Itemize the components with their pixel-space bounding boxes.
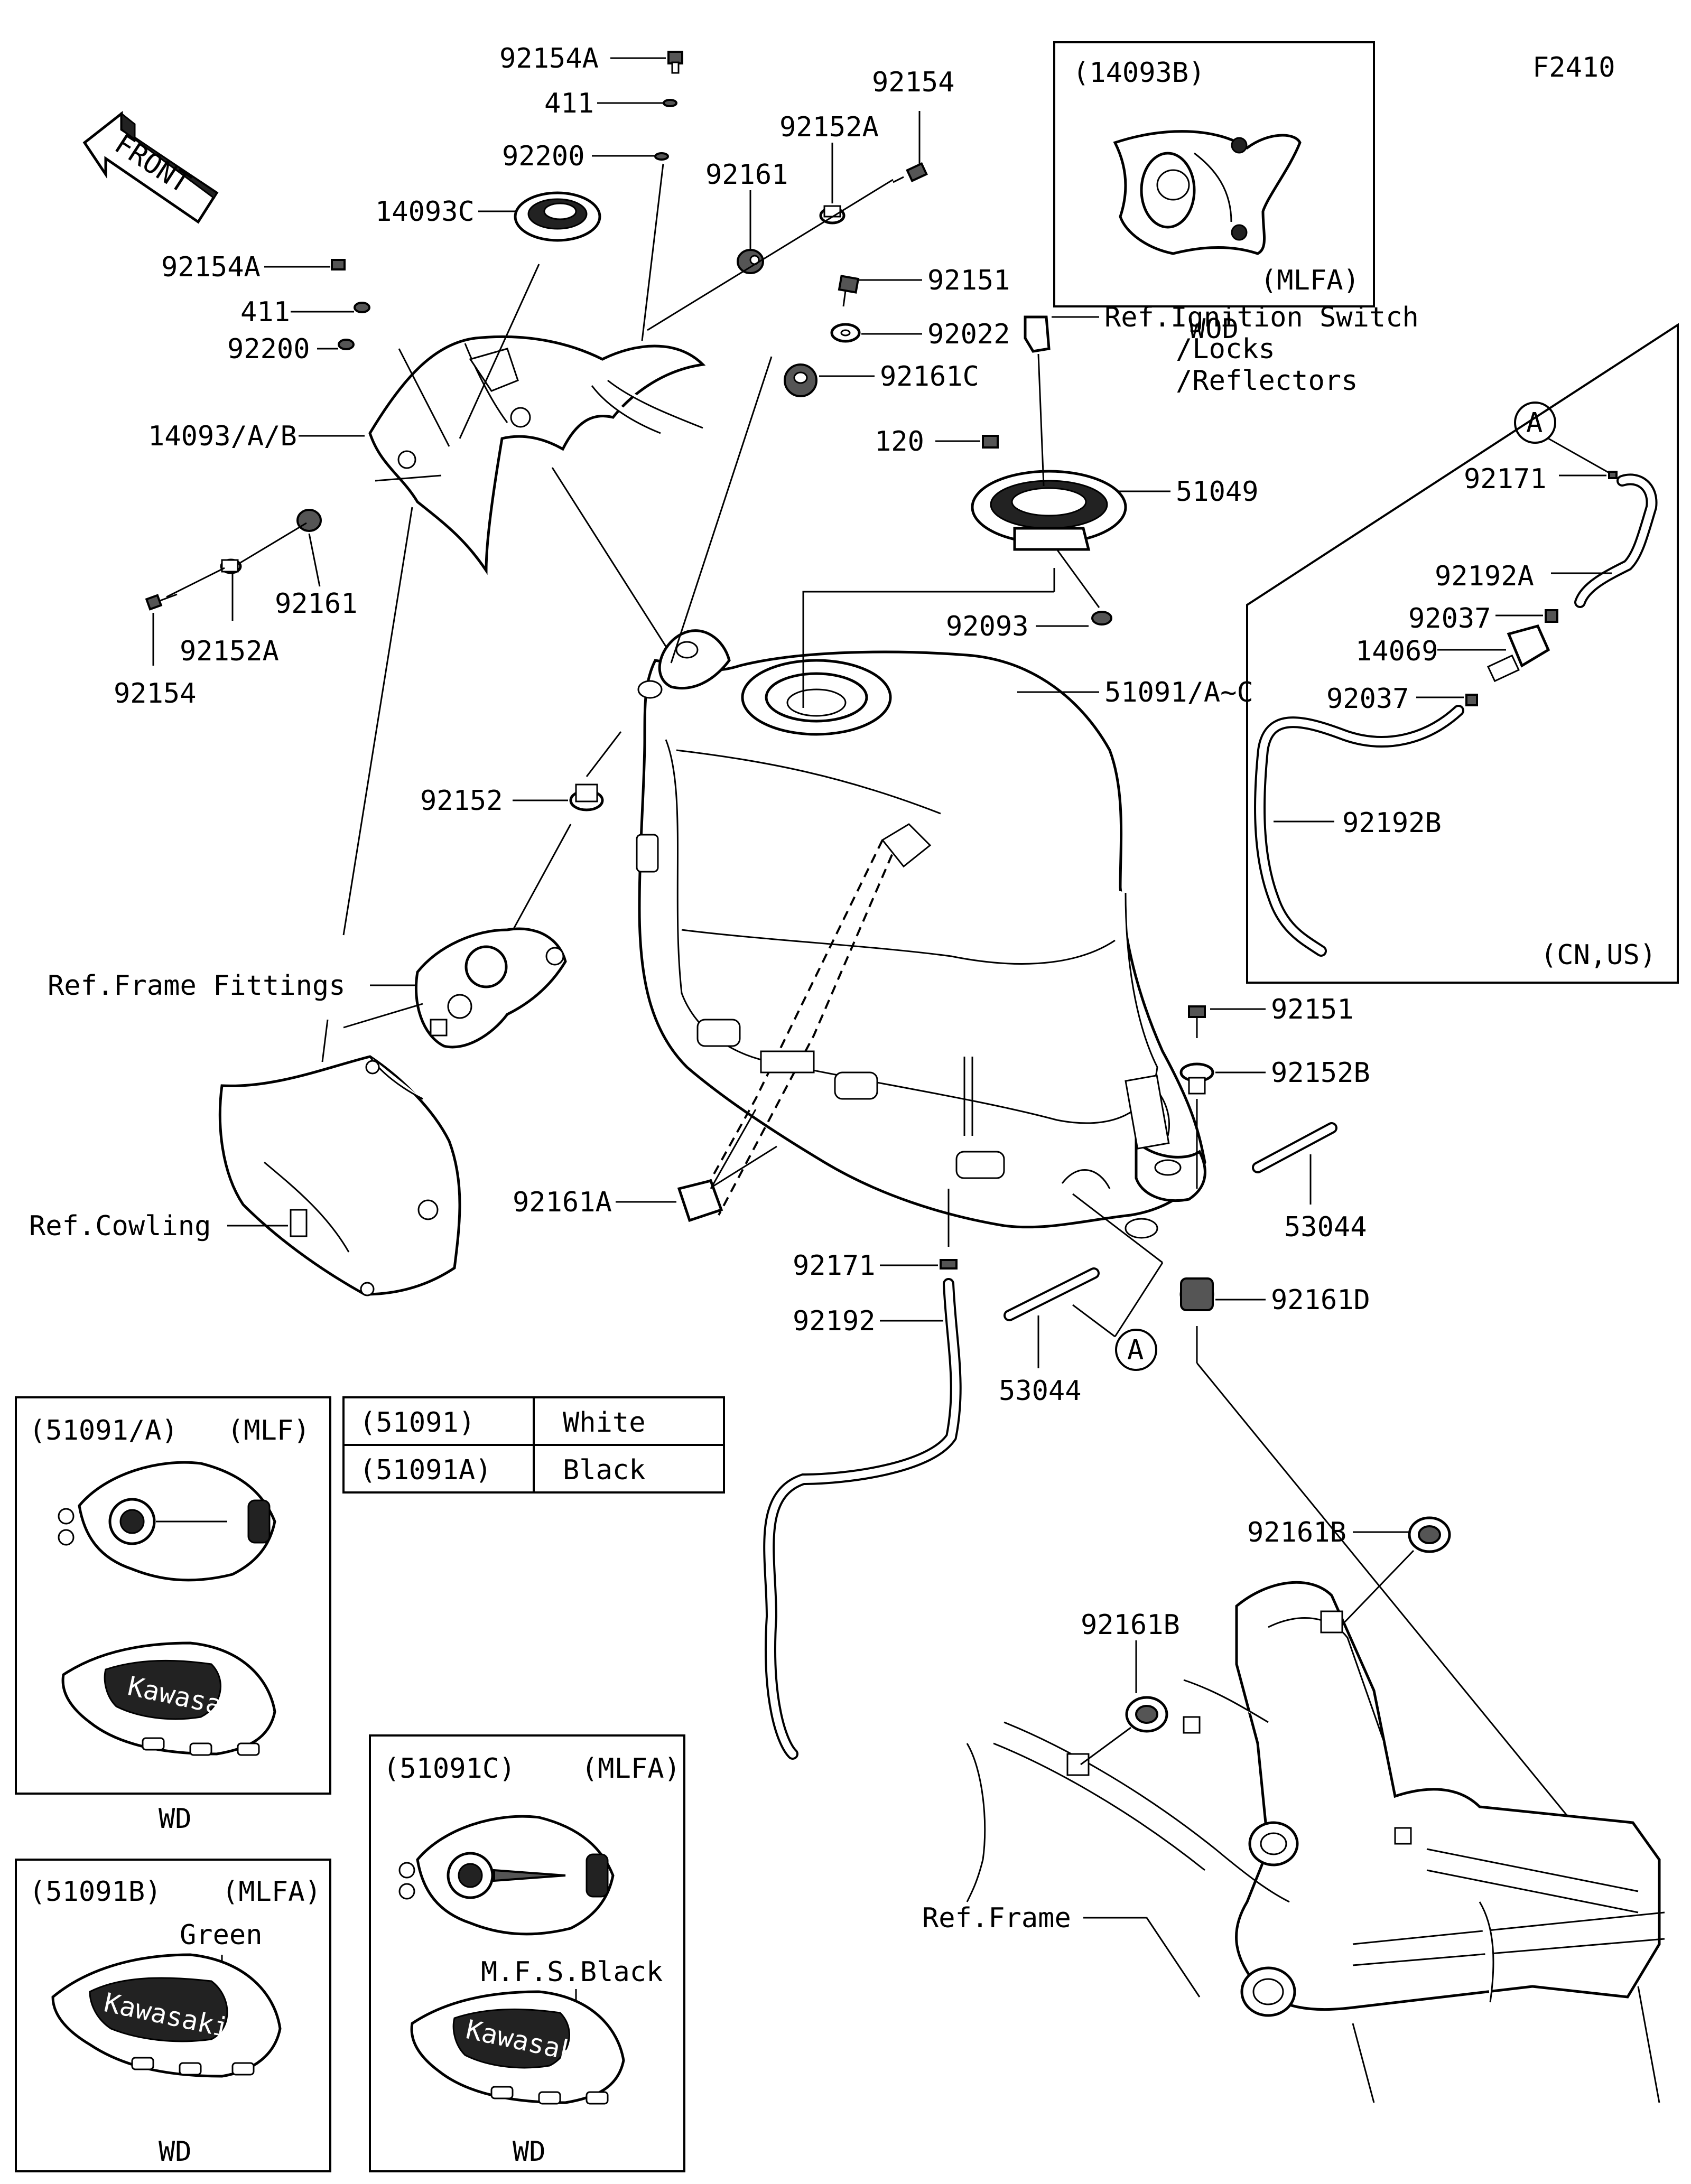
label-92161b-top: 92161B [1247, 1517, 1346, 1548]
collar-92152a-top [819, 143, 846, 225]
left-hardware [264, 259, 370, 350]
inset-14093b-caption: WOD [1189, 313, 1239, 345]
frame [966, 1581, 1665, 2103]
inset-14093b-title: (14093B) [1073, 57, 1205, 89]
bolt-92154-top [893, 111, 928, 183]
inset-51091c-variant: (MLFA) [581, 1753, 681, 1785]
ref-ignition-line1: Ref.Ignition Switch [1104, 302, 1419, 333]
label-92152: 92152 [420, 785, 503, 817]
left-bolt-stack [145, 509, 322, 666]
collar-92152 [506, 731, 622, 941]
label-92161a: 92161A [513, 1187, 612, 1218]
ref-frame: Ref.Frame [922, 1902, 1071, 1934]
inset-14093b: (14093B) (MLFA) [1053, 41, 1375, 307]
label-92154a-top: 92154A [499, 43, 599, 74]
figure-code: F2410 [1532, 52, 1615, 83]
label-92161b-mid: 92161B [1081, 1609, 1180, 1641]
label-92152a-left: 92152A [180, 636, 279, 667]
color-table-color-0: White [563, 1407, 646, 1439]
ref-ignition-line2: /Locks [1176, 333, 1275, 365]
label-120: 120 [875, 426, 924, 458]
right-mount-hardware [1179, 1005, 1613, 1871]
callout-a-label: A [1127, 1334, 1144, 1366]
inset-51091c-title: (51091C) [383, 1753, 515, 1785]
inset-cn-us-marker: A [1526, 407, 1543, 439]
label-92151-top: 92151 [927, 265, 1010, 296]
ref-ignition-line3: /Reflectors [1176, 365, 1358, 397]
inset-51091a: (51091/A) (MLF) Kawasaki [15, 1396, 331, 1795]
label-411-left: 411 [240, 296, 290, 328]
label-51091: 51091/A~C [1104, 677, 1253, 708]
part-labels: 92154A 411 92200 14093C 92154 92152A 921… [114, 43, 1370, 1641]
label-92151-right: 92151 [1271, 994, 1354, 1025]
inset-cn-us-14069: 14069 [1355, 636, 1438, 667]
ref-frame-fittings: Ref.Frame Fittings [48, 970, 346, 1002]
inset-51091a-caption: WD [159, 1803, 192, 1835]
inset-51091c-color: M.F.S.Black [481, 1956, 663, 1988]
inset-cn-us-92192b: 92192B [1342, 807, 1442, 839]
fuel-tank-51091 [636, 629, 1206, 1239]
label-92161c: 92161C [880, 361, 979, 393]
drain-hose-92192 [763, 1189, 1164, 1760]
inset-51091c: (51091C) (MLFA) M.F.S.Black Kawasaki [369, 1734, 685, 2172]
grommet-92161b-top [1344, 1516, 1451, 1623]
color-table-code-0: (51091) [359, 1407, 475, 1439]
label-92200-left: 92200 [227, 333, 310, 365]
inset-51091b-color: Green [180, 1919, 263, 1951]
color-table: (51091) White (51091A) Black [342, 1396, 725, 1494]
inset-14093b-variant: (MLFA) [1260, 265, 1360, 296]
label-92154a-left: 92154A [161, 251, 261, 283]
label-92152a-top: 92152A [779, 111, 879, 143]
label-53044-right: 53044 [1284, 1211, 1367, 1243]
inset-cn-us-92192a: 92192A [1435, 561, 1534, 592]
label-92154-left: 92154 [114, 678, 197, 710]
color-table-color-1: Black [563, 1454, 646, 1486]
top-left-hardware [592, 51, 683, 161]
grommet-92161b-mid [1080, 1640, 1168, 1766]
pad-92161a [616, 1109, 777, 1222]
inset-51091b-title: (51091B) [29, 1876, 161, 1908]
cap-assembly-51049 [802, 315, 1170, 708]
label-92161-left: 92161 [275, 588, 358, 620]
inset-51091b-caption: WD [159, 2136, 192, 2168]
label-92152b: 92152B [1271, 1057, 1370, 1089]
inset-51091a-variant: (MLF) [227, 1415, 310, 1446]
inset-cn-us-92171: 92171 [1464, 463, 1547, 495]
label-92154-top: 92154 [872, 67, 955, 98]
label-14093ab: 14093/A/B [148, 421, 297, 452]
label-14093c: 14093C [375, 196, 475, 228]
color-table-code-1: (51091A) [359, 1454, 491, 1486]
inset-51091b-variant: (MLFA) [222, 1876, 321, 1908]
front-arrow-icon: FRONT [82, 110, 219, 224]
inset-cn-us-92037-bottom: 92037 [1326, 683, 1409, 715]
label-92161d: 92161D [1271, 1284, 1370, 1316]
inset-cn-us: A 92171 92192A 92037 14069 92037 92192B … [1246, 323, 1679, 984]
label-92022: 92022 [927, 319, 1010, 350]
label-92171-bottom: 92171 [793, 1250, 876, 1282]
cowling [218, 1055, 461, 1296]
frame-fittings-bracket [414, 927, 567, 1049]
ref-cowling: Ref.Cowling [29, 1210, 211, 1242]
label-92161-top: 92161 [705, 159, 788, 191]
label-92192: 92192 [793, 1305, 876, 1337]
inset-51091c-caption: WD [513, 2136, 546, 2168]
cap-cover-14093c [514, 191, 601, 242]
tank-cover-14093 [368, 335, 706, 575]
label-51049: 51049 [1176, 476, 1259, 508]
label-411-top: 411 [544, 88, 594, 119]
inset-cn-us-region: (CN,US) [1540, 939, 1656, 971]
inset-51091a-title: (51091/A) [29, 1415, 178, 1446]
reference-labels: Ref.Ignition Switch /Locks /Reflectors R… [29, 302, 1419, 1934]
callout-a-main: A [1115, 1329, 1157, 1371]
top-mid-hardware [784, 275, 922, 397]
label-92200-top: 92200 [502, 141, 585, 172]
label-92093: 92093 [946, 611, 1029, 642]
inset-51091b: (51091B) (MLFA) Green Kawasaki [15, 1859, 331, 2172]
label-53044-bottom: 53044 [999, 1375, 1082, 1407]
grommet-92161-top [737, 190, 764, 274]
inset-cn-us-92037-top: 92037 [1408, 603, 1491, 634]
